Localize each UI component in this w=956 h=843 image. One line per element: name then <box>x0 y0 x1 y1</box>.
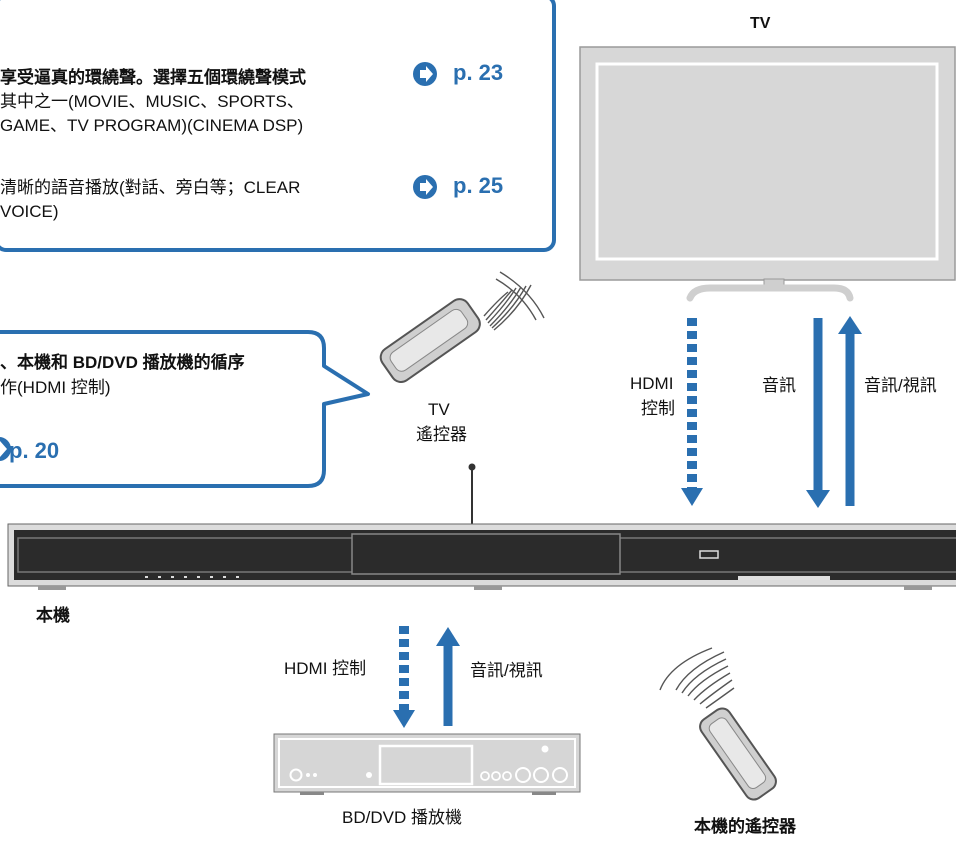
hdmi-label-2: 控制 <box>641 399 675 418</box>
hdmi-control-label: HDMI 控制 <box>284 659 367 678</box>
hdmi-callout-line-1: 、本機和 BD/DVD 播放機的循序 <box>0 353 245 372</box>
arrow-circle-icon[interactable] <box>412 61 442 91</box>
feature-1-line-1: 享受逼真的環繞聲。選擇五個環繞聲模式 <box>0 68 306 87</box>
feature-2-line-1: 清晰的語音播放(對話、旁白等；CLEAR <box>0 178 301 197</box>
arrow-circle-icon[interactable] <box>0 436 16 466</box>
hdmi-callout-bubble <box>0 330 370 488</box>
tv-remote-label-1: TV <box>428 400 450 419</box>
feature-2-line-2: VOICE) <box>0 202 59 221</box>
arrow-circle-icon[interactable] <box>412 174 442 204</box>
tv-remote-label-2: 遙控器 <box>416 425 467 444</box>
page-ref-p20[interactable]: p. 20 <box>9 438 60 463</box>
audio-label: 音訊 <box>762 376 796 395</box>
feature-1-line-2: 其中之一(MOVIE、MUSIC、SPORTS、 <box>0 92 304 111</box>
unit-label: 本機 <box>36 606 70 625</box>
feature-box <box>0 0 556 252</box>
hdmi-label-1: HDMI <box>630 374 674 393</box>
audio-video-bd-label: 音訊/視訊 <box>470 661 543 680</box>
hdmi-callout-line-2: 作(HDMI 控制) <box>0 378 111 397</box>
bd-player-label: BD/DVD 播放機 <box>342 808 462 827</box>
page-ref-p25[interactable]: p. 25 <box>453 173 504 198</box>
unit-remote-label: 本機的遙控器 <box>694 817 796 836</box>
page-ref-p23[interactable]: p. 23 <box>453 60 504 85</box>
tv-label: TV <box>750 15 771 32</box>
feature-1-line-3: GAME、TV PROGRAM)(CINEMA DSP) <box>0 116 304 135</box>
audio-video-label: 音訊/視訊 <box>864 376 937 395</box>
